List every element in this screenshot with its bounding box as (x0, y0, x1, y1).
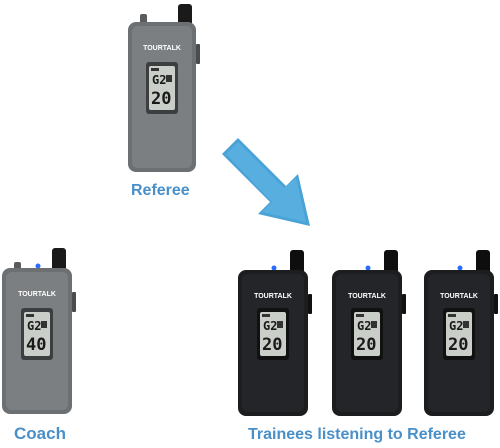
referee-device: TOURTALK G2 20 (126, 4, 200, 174)
lcd-channel: 20 (448, 335, 468, 355)
coach-label: Coach (14, 424, 66, 443)
down-right-arrow-icon (216, 132, 316, 232)
lcd-channel: 40 (26, 335, 46, 355)
lcd-channel: 20 (262, 335, 282, 355)
lcd-group: G2 (263, 319, 277, 333)
trainee-device-3: TOURTALK G2 20 (422, 250, 500, 418)
brand-logo: TOURTALK (440, 293, 478, 300)
referee-label: Referee (131, 182, 190, 199)
trainee-device-1: TOURTALK G2 20 (236, 250, 314, 418)
lcd-group: G2 (27, 319, 41, 333)
brand-logo: TOURTALK (254, 293, 292, 300)
trainees-label: Trainees listening to Referee (248, 426, 466, 443)
lcd-channel: 20 (356, 335, 376, 355)
coach-device: TOURTALK G2 40 (0, 248, 78, 418)
lcd-channel: 20 (151, 89, 171, 109)
brand-logo: TOURTALK (18, 291, 56, 298)
trainee-device-2: TOURTALK G2 20 (330, 250, 408, 418)
brand-logo: TOURTALK (348, 293, 386, 300)
lcd-group: G2 (357, 319, 371, 333)
lcd-group: G2 (449, 319, 463, 333)
lcd-group: G2 (152, 73, 166, 87)
brand-logo: TOURTALK (143, 45, 181, 52)
